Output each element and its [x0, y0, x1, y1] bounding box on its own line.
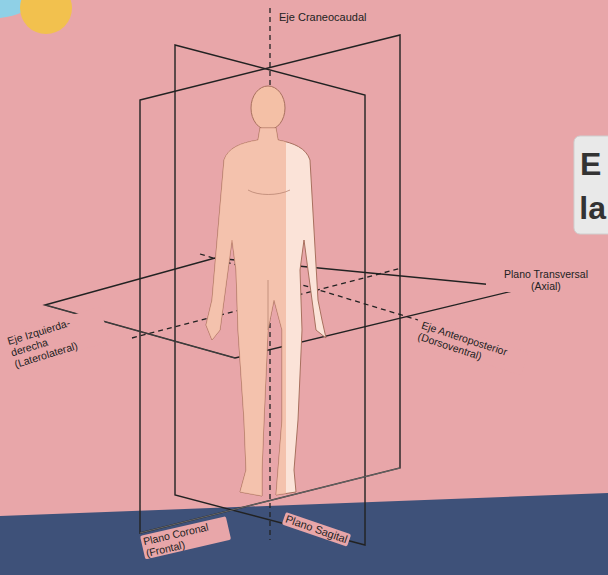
title-letter: E: [580, 146, 601, 183]
axis-label: Eje Anteroposterior (Dorsoventral): [415, 318, 529, 376]
plane-label: Plano Coronal (Frontal): [140, 516, 231, 559]
bottom-band: [0, 493, 608, 575]
plane-label: Plano Sagital: [282, 512, 351, 546]
coronal-front-edge: [140, 468, 400, 533]
corner-circle: [20, 0, 72, 34]
title-letter: la: [579, 190, 606, 227]
axis-label: Eje Craneocaudal: [277, 11, 368, 24]
plane-label: Plano Transversal (Axial): [486, 268, 606, 292]
human-figure: [0, 0, 326, 575]
title-box: [574, 136, 608, 234]
axis-label: Eje Izquierda-derecha (Laterolateral): [4, 307, 110, 371]
